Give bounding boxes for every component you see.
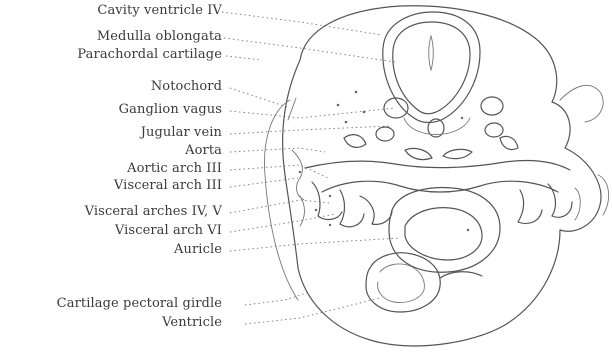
visceral-arches: [292, 150, 580, 227]
stipple-dots: [299, 91, 469, 232]
heart: [366, 188, 500, 312]
medulla-oblongata: [383, 12, 480, 123]
leader-lines: [222, 12, 400, 324]
ganglia-and-vessels: [344, 97, 518, 160]
